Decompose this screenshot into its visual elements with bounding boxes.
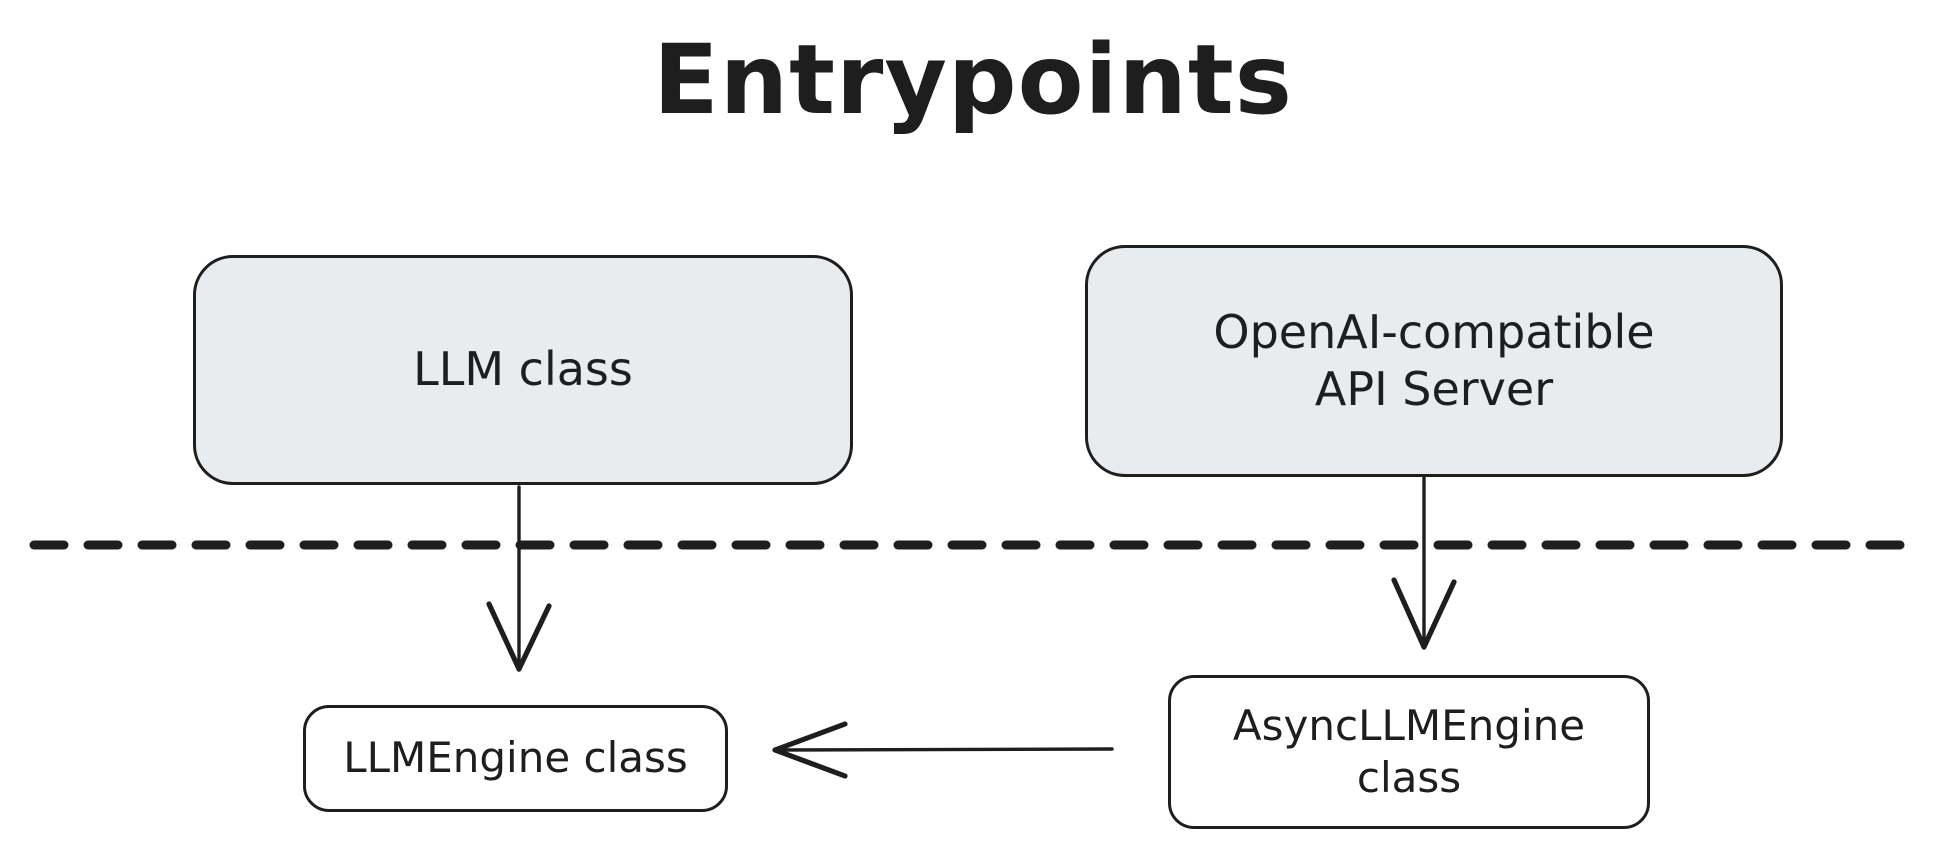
arrow-apiserver-to-asyncllmengine [1391,476,1457,650]
arrow-llm-to-llmengine [486,485,552,672]
node-openai-api-server[interactable]: OpenAI-compatible API Server [1085,245,1783,477]
arrow-asyncllmengine-to-llmengine [772,721,1114,779]
node-llmengine-class[interactable]: LLMEngine class [303,705,728,812]
node-asyncllmengine-class[interactable]: AsyncLLMEngine class [1168,675,1650,829]
diagram-title: Entrypoints [653,24,1293,136]
node-llm-class[interactable]: LLM class [193,255,853,485]
